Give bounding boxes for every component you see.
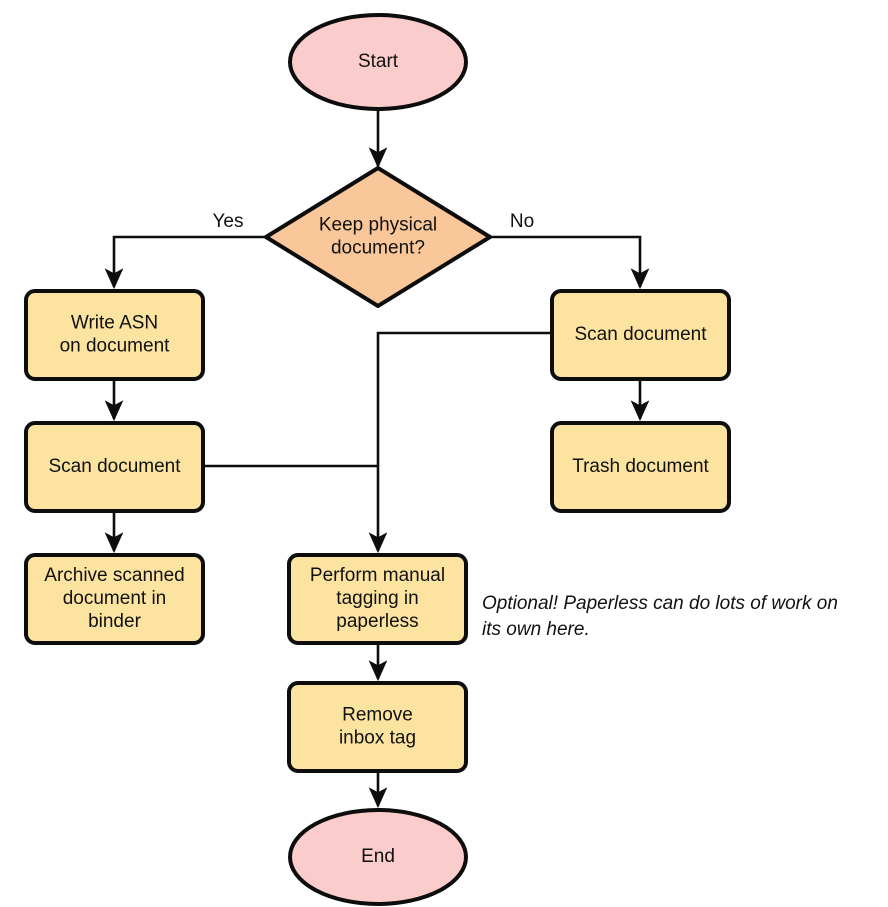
node-scan_left[interactable]: Scan document (24, 421, 205, 513)
process-shape[interactable] (24, 553, 205, 645)
process-shape[interactable] (550, 421, 731, 513)
edge-label-yes: Yes (213, 211, 244, 232)
decision-shape[interactable] (264, 166, 492, 308)
terminator-shape[interactable] (288, 808, 468, 906)
node-trash[interactable]: Trash document (550, 421, 731, 513)
edge-path (490, 235, 650, 290)
node-end[interactable]: End (288, 808, 468, 906)
node-label: Scan document (574, 324, 707, 345)
edge-path (104, 235, 266, 290)
node-label: Scan document (48, 456, 181, 477)
node-label: End (361, 846, 395, 867)
process-shape[interactable] (550, 289, 731, 381)
edges-layer: Yes No (104, 110, 650, 809)
node-label: Trash document (572, 456, 709, 477)
process-shape[interactable] (24, 421, 205, 513)
edge-decision-yes-to-write-asn: Yes (104, 211, 266, 290)
edge-label-no: No (510, 211, 534, 232)
node-scan_right[interactable]: Scan document (550, 289, 731, 381)
node-start[interactable]: Start (288, 13, 468, 111)
edge-path (368, 331, 552, 554)
annotation-optional-note: Optional! Paperless can do lots of work … (482, 593, 838, 640)
process-shape[interactable] (287, 681, 468, 773)
process-shape[interactable] (287, 553, 468, 645)
annotations-layer: Optional! Paperless can do lots of work … (482, 593, 838, 640)
edge-scan-right-to-tagging (368, 331, 552, 554)
edge-decision-no-to-scan-right: No (490, 211, 650, 290)
node-label: Start (358, 51, 399, 72)
process-shape[interactable] (24, 289, 205, 381)
terminator-shape[interactable] (288, 13, 468, 111)
